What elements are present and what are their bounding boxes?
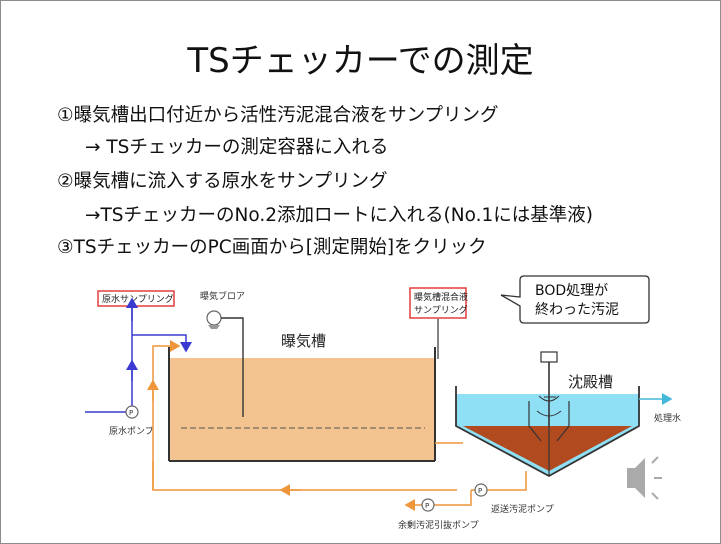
step-1-sub: → TSチェッカーの測定容器に入れる — [85, 137, 389, 158]
return-sludge-pump-icon — [474, 483, 488, 497]
callout-line-1: BOD処理が — [535, 283, 608, 299]
svg-text:P: P — [129, 409, 133, 417]
step-1: ①曝気槽出口付近から活性汚泥混合液をサンプリング — [57, 105, 499, 126]
raw-water-pump-label: 原水ポンプ — [109, 425, 154, 437]
settling-drive-icon — [540, 351, 558, 363]
raw-water-sampling-label: 原水サンプリング — [102, 293, 174, 305]
blower-label: 曝気ブロア — [200, 290, 245, 302]
settling-tank-sludge — [463, 426, 632, 471]
slide-title: TSチェッカーでの測定 — [187, 41, 534, 81]
svg-text:P: P — [425, 502, 429, 510]
aeration-tank-liquid — [169, 358, 435, 460]
callout-line-2: 終わった汚泥 — [535, 302, 619, 318]
mixed-liquor-sampling-box — [409, 287, 467, 319]
settling-tank-label: 沈殿槽 — [568, 373, 613, 391]
excess-sludge-pump-icon — [421, 498, 435, 512]
svg-text:サンプリング: サンプリング — [414, 304, 468, 316]
step-2: ②曝気槽に流入する原水をサンプリング — [57, 171, 388, 192]
svg-text:P: P — [478, 487, 482, 495]
speaker-icon[interactable] — [627, 456, 662, 500]
step-3: ③TSチェッカーのPC画面から[測定開始]をクリック — [57, 237, 487, 258]
callout-bubble — [500, 275, 650, 324]
treated-water-label: 処理水 — [654, 412, 681, 424]
aeration-tank-label: 曝気槽 — [281, 332, 326, 350]
excess-sludge-pump-label: 余剰汚泥引抜ポンプ — [398, 519, 479, 531]
return-sludge-pump-label: 返送汚泥ポンプ — [491, 503, 554, 515]
blower-icon — [206, 310, 222, 326]
raw-water-pump-icon — [125, 405, 139, 419]
svg-text:曝気槽混合液: 曝気槽混合液 — [414, 291, 468, 303]
step-2-sub: →TSチェッカーのNo.2添加ロートに入れる(No.1には基準液) — [85, 205, 593, 226]
